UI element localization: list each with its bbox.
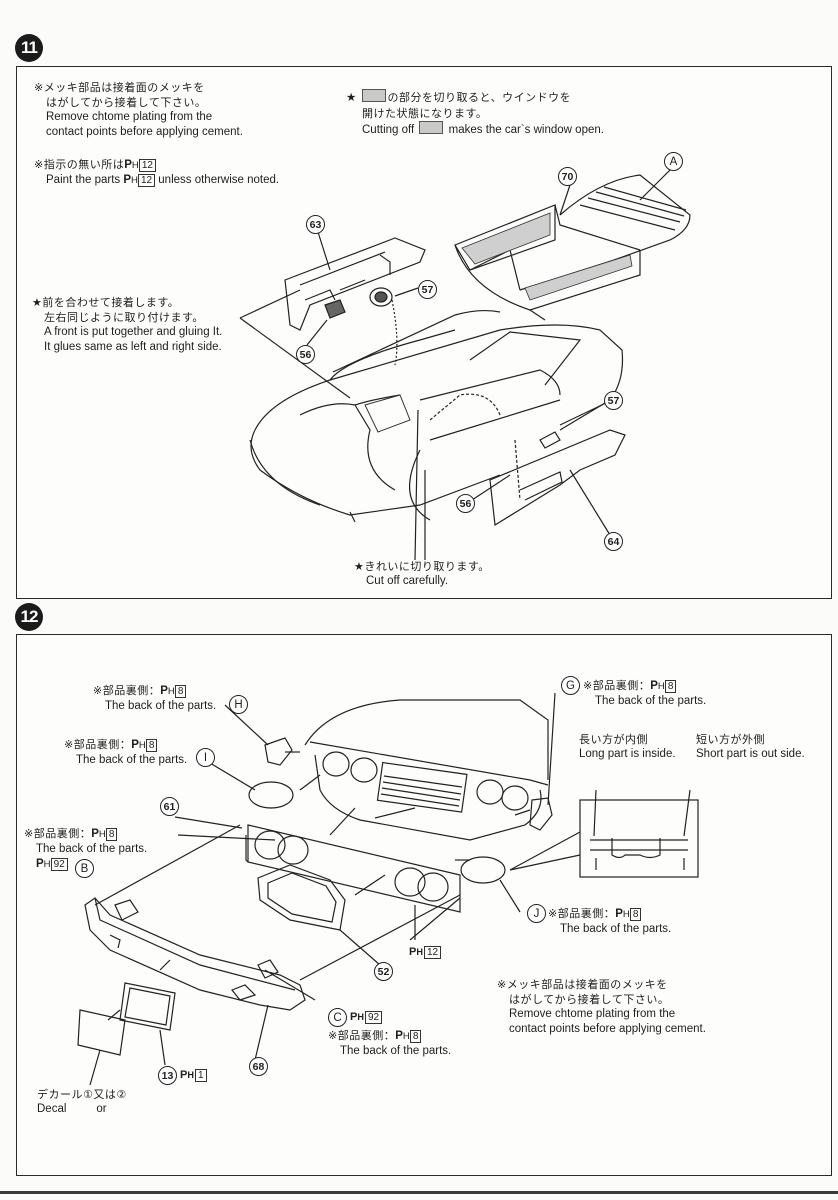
plating-note-11: ※メッキ部品は接着面のメッキを はがしてから接着して下さい。 Remove ch… [34, 81, 243, 138]
plating-note-12: ※メッキ部品は接着面のメッキを はがしてから接着して下さい。 Remove ch… [497, 978, 706, 1035]
long-part-note: 長い方が内側 Long part is inside. [579, 733, 676, 760]
part-70-callout: 70 [558, 167, 577, 186]
short-part-note: 短い方が外側 Short part is out side. [696, 733, 805, 760]
part-J-callout: J [527, 904, 546, 923]
part-63-callout: 63 [306, 215, 325, 234]
step-12-panel [16, 634, 832, 1176]
part-57-callout: 57 [418, 280, 437, 299]
front-gluing-note: ★前を合わせて接着します。 左右同じように取り付けます。 A front is … [32, 296, 223, 353]
cut-carefully-note: ★きれいに切り取ります。 Cut off carefully. [354, 560, 490, 587]
window-cut-note: ★ の部分を切り取ると、ウインドウを 開けた状態になります。 Cutting o… [346, 89, 604, 136]
step-11-assembly-illustration [239, 167, 691, 561]
step-12-badge: 12 [15, 603, 43, 631]
step-11-badge: 11 [15, 34, 43, 62]
part-H-callout: H [229, 695, 248, 714]
part-57-callout-2: 57 [604, 391, 623, 410]
part-61-callout: 61 [160, 797, 179, 816]
part-G-callout: G [561, 676, 580, 695]
part-C-callout: C [328, 1008, 347, 1027]
part-B-callout: B [75, 859, 94, 878]
step-11-panel [16, 66, 832, 599]
part-13-callout: 13 [158, 1066, 177, 1085]
cut-area-swatch [361, 89, 386, 102]
part-52-callout: 52 [374, 962, 393, 981]
part-I-callout: I [196, 748, 215, 767]
part-64-callout: 64 [604, 532, 623, 551]
part-A-callout: A [664, 152, 683, 171]
part-56-callout-2: 56 [456, 494, 475, 513]
part-56-callout: 56 [296, 345, 315, 364]
page-bottom-rule [0, 1191, 838, 1194]
part-68-callout: 68 [249, 1057, 268, 1076]
cut-area-swatch-2 [419, 121, 444, 134]
